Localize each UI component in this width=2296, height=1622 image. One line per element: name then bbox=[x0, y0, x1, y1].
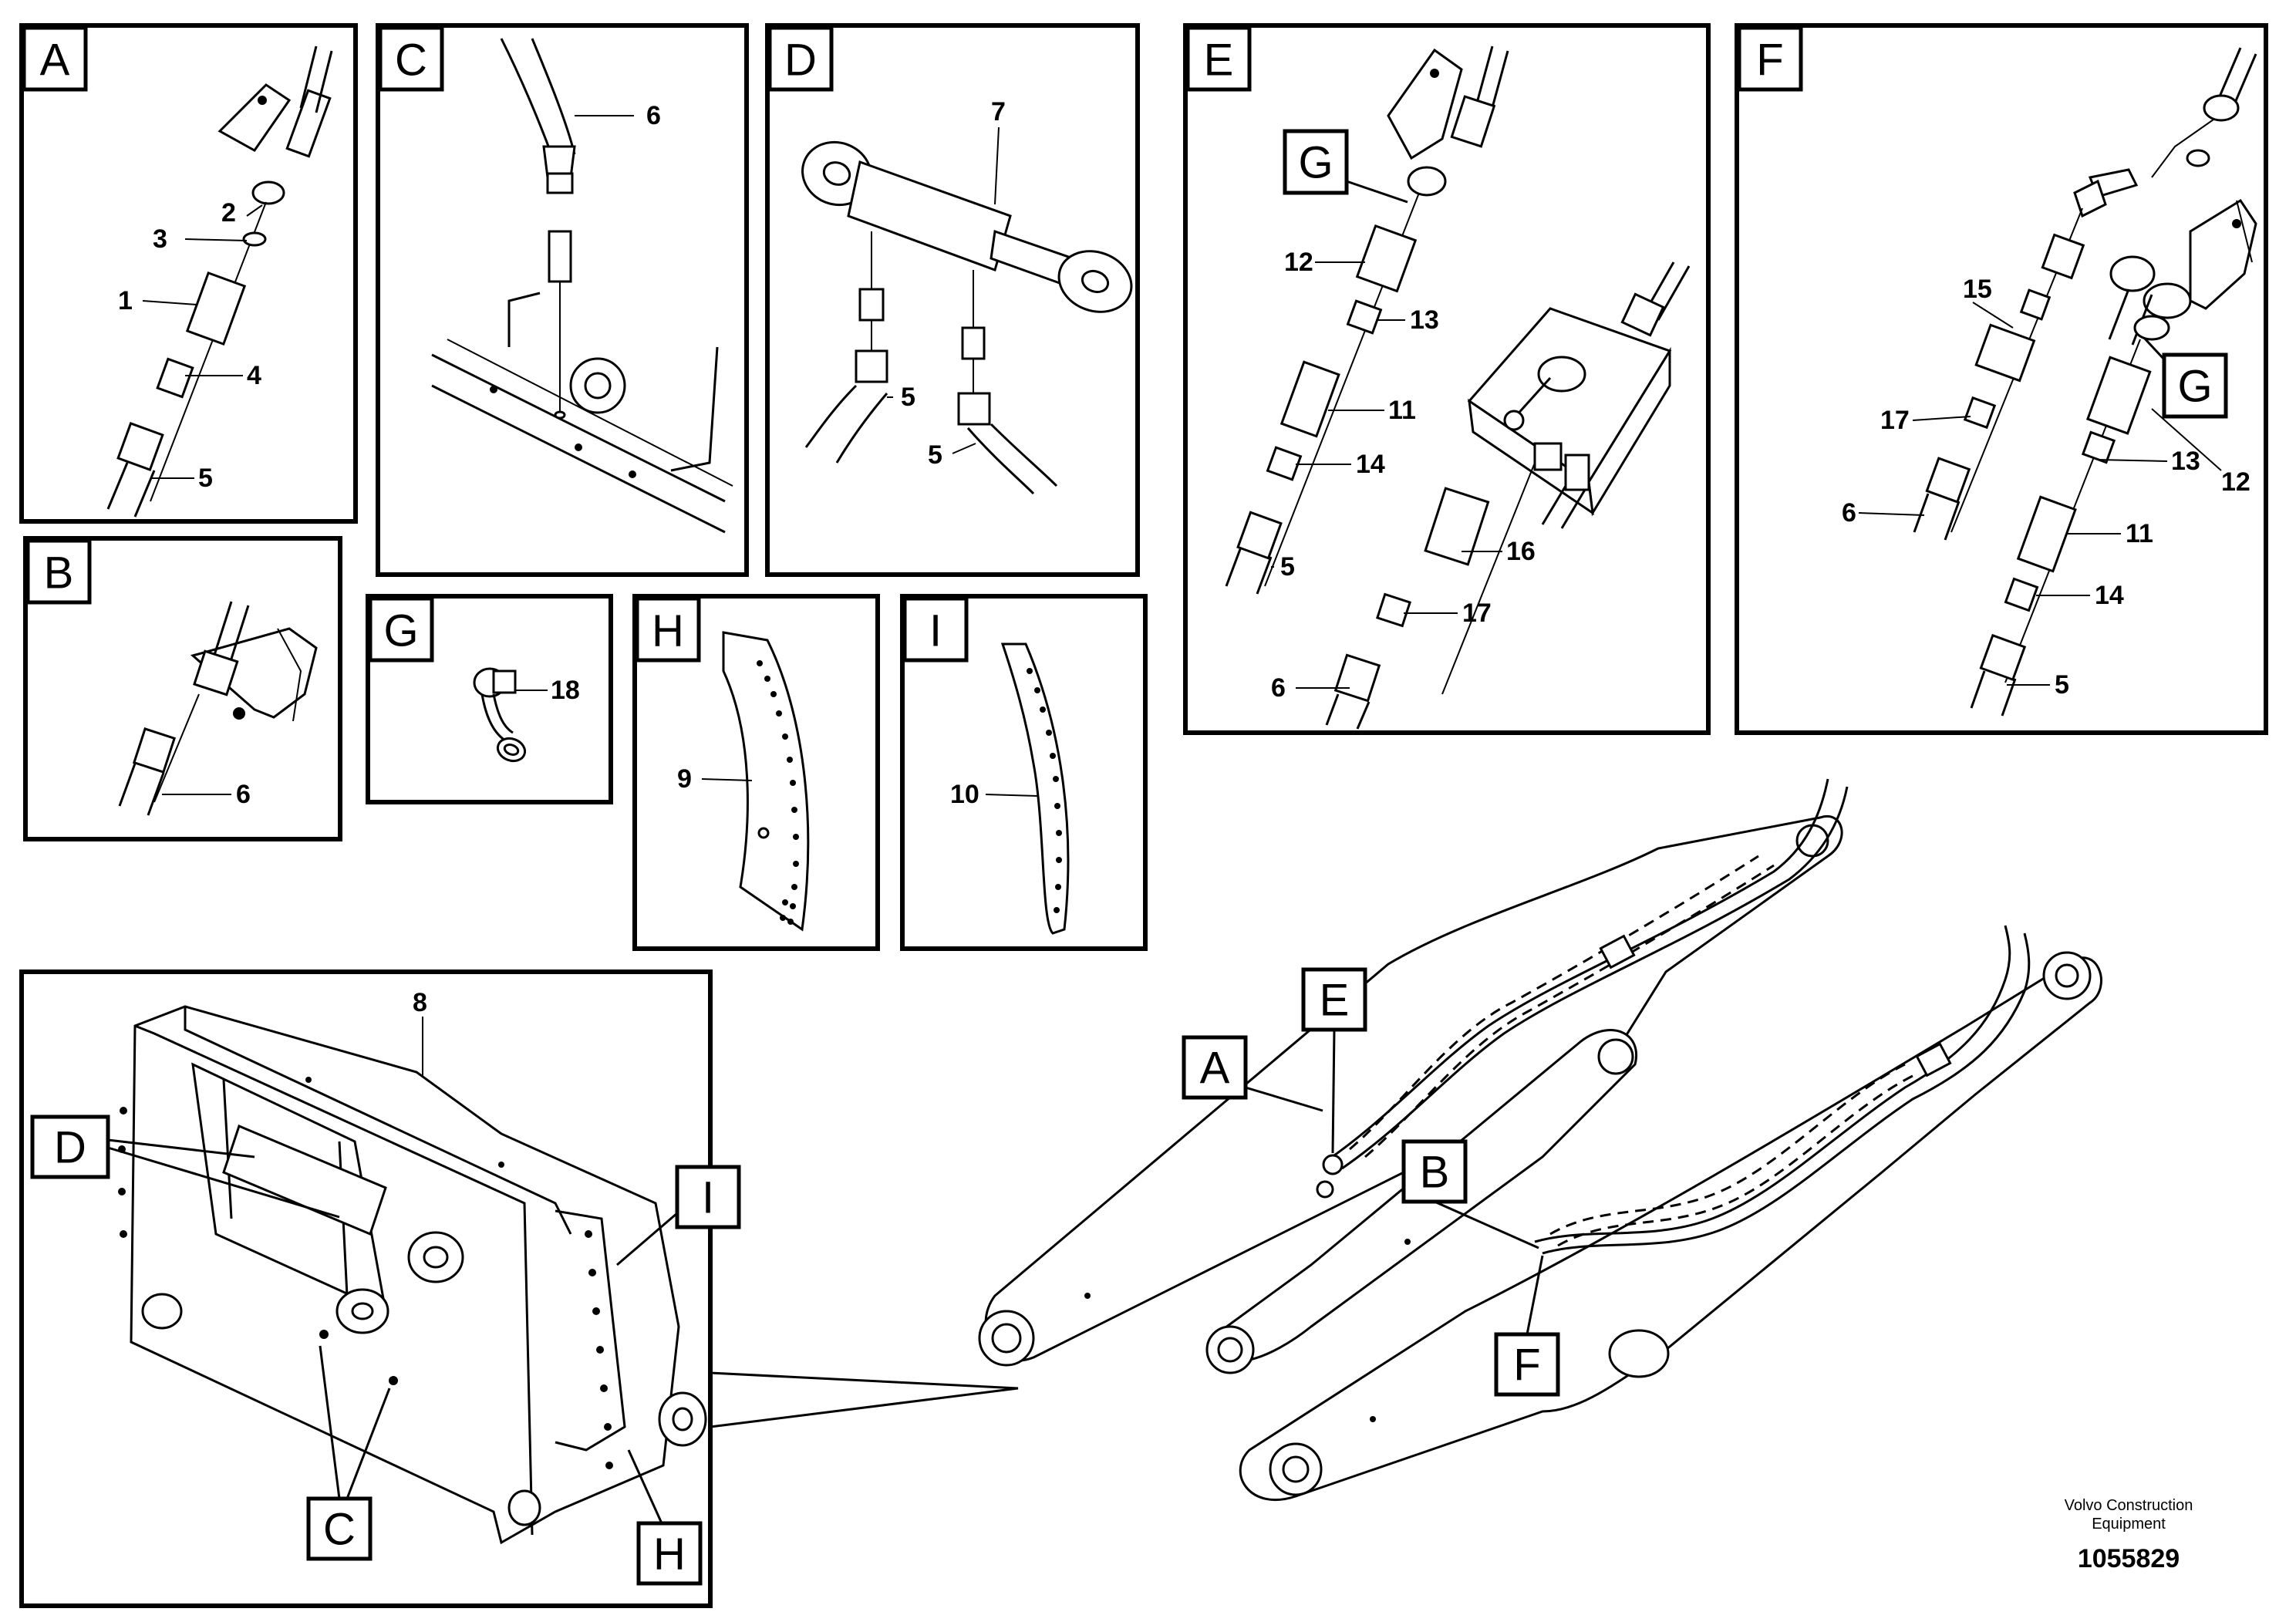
panel-b-tag: B bbox=[44, 548, 74, 599]
drawing-number: 1055829 bbox=[2078, 1544, 2180, 1573]
label-d-5b: 5 bbox=[928, 440, 942, 470]
footer-company-line2: Equipment bbox=[2092, 1516, 2166, 1533]
label-f-12: 12 bbox=[2221, 467, 2250, 497]
label-e-16: 16 bbox=[1506, 537, 1536, 566]
panel-f-tag: F bbox=[1756, 35, 1783, 86]
label-b-6: 6 bbox=[236, 780, 251, 809]
label-a-2: 2 bbox=[221, 198, 236, 228]
label-e-11: 11 bbox=[1388, 396, 1416, 425]
label-h-9: 9 bbox=[677, 764, 692, 794]
panel-h-tag: H bbox=[652, 606, 684, 656]
label-f-11: 11 bbox=[2126, 519, 2153, 548]
panel-main-frame: 8 D C bbox=[19, 969, 1019, 1608]
panel-h-bolt-holes bbox=[757, 660, 799, 925]
label-a-4: 4 bbox=[247, 361, 261, 390]
panel-e-tag: E bbox=[1204, 35, 1234, 86]
label-f-5: 5 bbox=[2055, 670, 2069, 700]
main-frame-bolts bbox=[118, 1077, 613, 1469]
main-callout-h: H bbox=[653, 1529, 686, 1580]
boom-callout-a: A bbox=[1200, 1044, 1230, 1094]
main-callout-d: D bbox=[54, 1123, 86, 1173]
label-d-7: 7 bbox=[991, 97, 1006, 126]
label-d-5a: 5 bbox=[901, 383, 915, 412]
panel-e: E G 12 13 11 14 5 bbox=[1183, 23, 1711, 735]
label-f-17: 17 bbox=[1880, 406, 1910, 435]
label-e-6: 6 bbox=[1271, 673, 1286, 703]
panel-i: I 10 bbox=[900, 594, 1148, 951]
label-i-10: 10 bbox=[950, 780, 979, 809]
label-e-5: 5 bbox=[1280, 552, 1295, 582]
panel-b: B 6 bbox=[23, 536, 342, 841]
panel-i-tag: I bbox=[929, 606, 942, 656]
panel-g-tag: G bbox=[383, 606, 418, 656]
boom-callout-f: F bbox=[1513, 1340, 1540, 1391]
panel-a: A 2 3 1 4 5 bbox=[19, 23, 358, 524]
panel-d: D 7 5 5 bbox=[765, 23, 1140, 577]
panel-d-tag: D bbox=[784, 35, 817, 86]
panel-f: F G 15 bbox=[1735, 23, 2268, 735]
panel-f-callout-g: G bbox=[2177, 362, 2212, 412]
panel-a-tag: A bbox=[40, 35, 70, 86]
label-f-15: 15 bbox=[1963, 275, 1992, 304]
main-callout-i: I bbox=[702, 1173, 714, 1223]
panel-g: G 18 bbox=[366, 594, 613, 804]
label-e-13: 13 bbox=[1410, 305, 1439, 335]
label-f-13: 13 bbox=[2171, 447, 2200, 476]
label-e-14: 14 bbox=[1356, 450, 1385, 479]
label-f-6: 6 bbox=[1842, 498, 1856, 528]
label-a-5: 5 bbox=[198, 464, 213, 493]
footer-company-line1: Volvo Construction bbox=[2065, 1497, 2193, 1514]
panel-h: H 9 bbox=[632, 594, 880, 951]
panel-c: C 6 bbox=[376, 23, 749, 577]
boom-overview: A E B F bbox=[978, 778, 2102, 1502]
main-callout-c: C bbox=[323, 1505, 356, 1555]
label-f-14: 14 bbox=[2095, 581, 2124, 610]
label-e-17: 17 bbox=[1462, 599, 1492, 628]
boom-callout-b: B bbox=[1420, 1148, 1450, 1198]
label-g-18: 18 bbox=[551, 676, 580, 705]
panel-i-bolt-holes bbox=[1027, 668, 1062, 913]
label-c-6: 6 bbox=[646, 101, 661, 130]
boom-callout-e: E bbox=[1320, 976, 1350, 1026]
label-a-1: 1 bbox=[118, 286, 133, 315]
footer: Volvo Construction Equipment 1055829 bbox=[2065, 1497, 2193, 1573]
label-main-8: 8 bbox=[413, 988, 427, 1017]
label-e-12: 12 bbox=[1284, 248, 1313, 277]
panel-e-callout-g: G bbox=[1298, 138, 1333, 188]
panel-c-tag: C bbox=[395, 35, 427, 86]
label-a-3: 3 bbox=[153, 224, 167, 254]
